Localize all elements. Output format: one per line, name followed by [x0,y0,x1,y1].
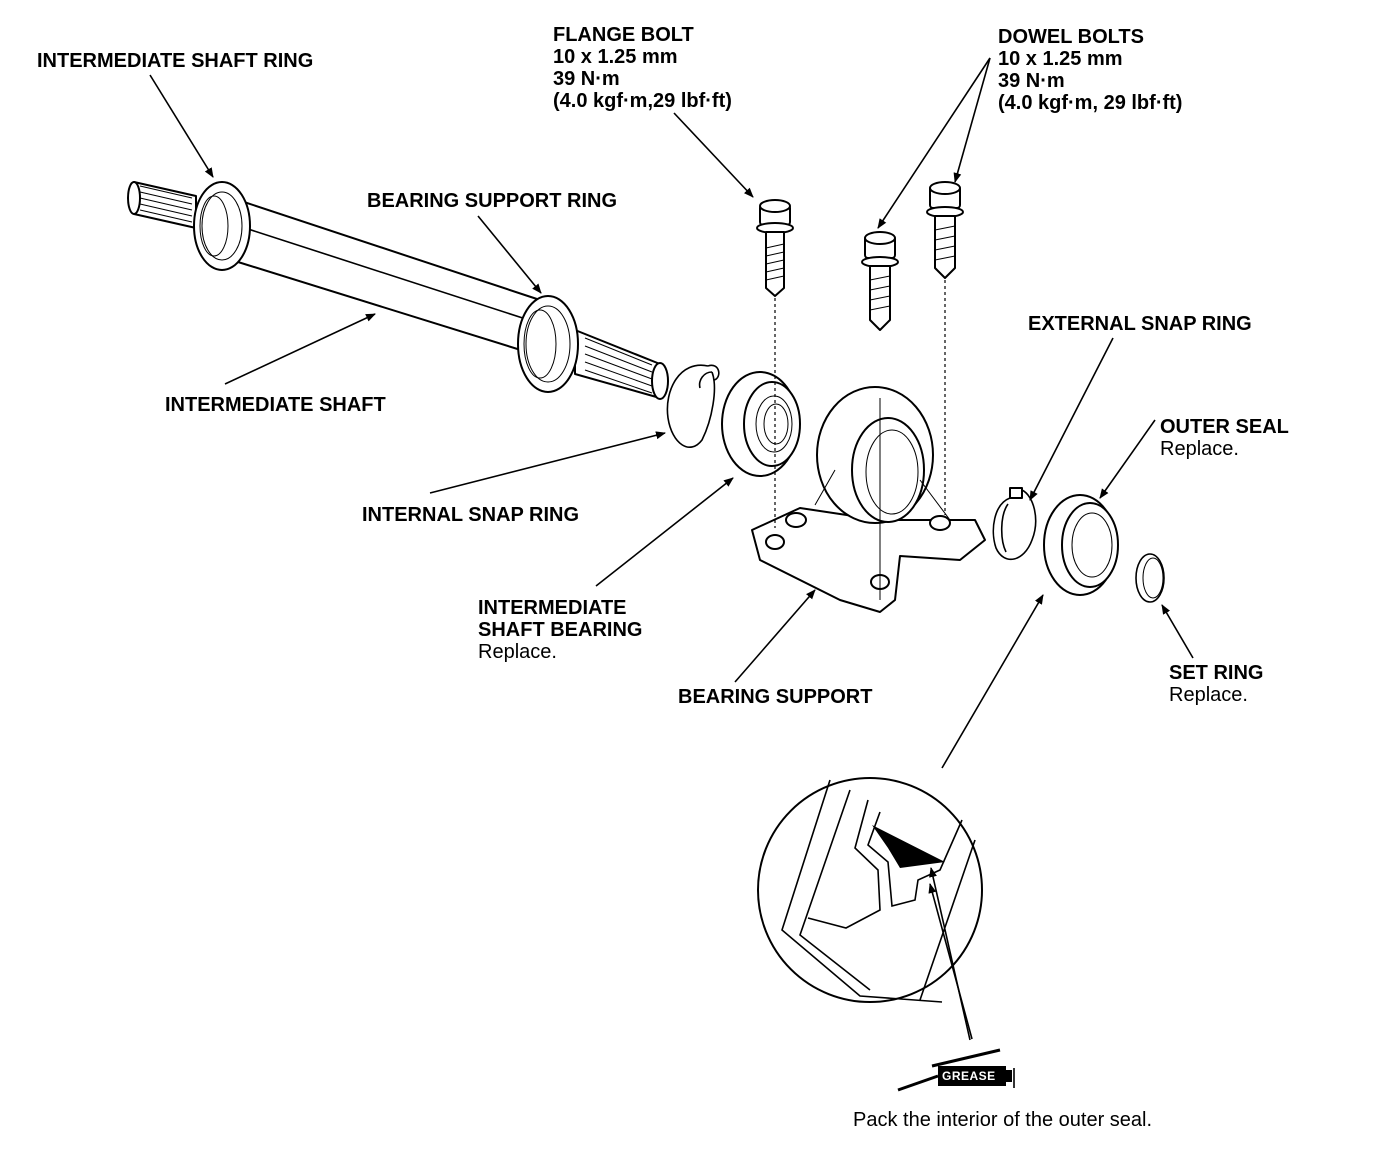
dowel-bolt-right [926,181,964,515]
magnifier-detail-circle [757,777,983,1040]
grease-gun-icon [897,1048,1015,1092]
label-flange-bolt: FLANGE BOLT 10 x 1.25 mm 39 N·m (4.0 kgf… [553,24,732,112]
intermediate-shaft-ring [193,181,251,271]
internal-snap-ring [666,364,720,448]
label-intermediate-shaft-bearing: INTERMEDIATE SHAFT BEARING Replace. [478,597,643,663]
label-set-ring: SET RING Replace. [1169,662,1264,706]
external-snap-ring [992,487,1037,560]
bearing-support-housing [751,386,986,613]
dowel-bolt-left [861,231,899,331]
intermediate-shaft-bearing [721,371,801,477]
label-external-snap-ring: EXTERNAL SNAP RING [1028,313,1252,335]
label-bearing-support: BEARING SUPPORT [678,686,873,708]
label-dowel-bolts: DOWEL BOLTS 10 x 1.25 mm 39 N·m (4.0 kgf… [998,26,1183,114]
flange-bolt [756,199,794,528]
label-bearing-support-ring: BEARING SUPPORT RING [367,190,618,212]
leader-lines [149,57,1194,1041]
bearing-support-ring [517,295,579,393]
grease-badge: GREASE [942,1069,996,1083]
label-intermediate-shaft: INTERMEDIATE SHAFT [165,394,386,416]
outer-seal [1043,494,1119,596]
label-internal-snap-ring: INTERNAL SNAP RING [362,504,580,526]
label-intermediate-shaft-ring: INTERMEDIATE SHAFT RING [37,50,314,72]
grease-caption: Pack the interior of the outer seal. [853,1109,1153,1131]
set-ring [1135,553,1165,603]
label-outer-seal: OUTER SEAL Replace. [1160,416,1289,460]
